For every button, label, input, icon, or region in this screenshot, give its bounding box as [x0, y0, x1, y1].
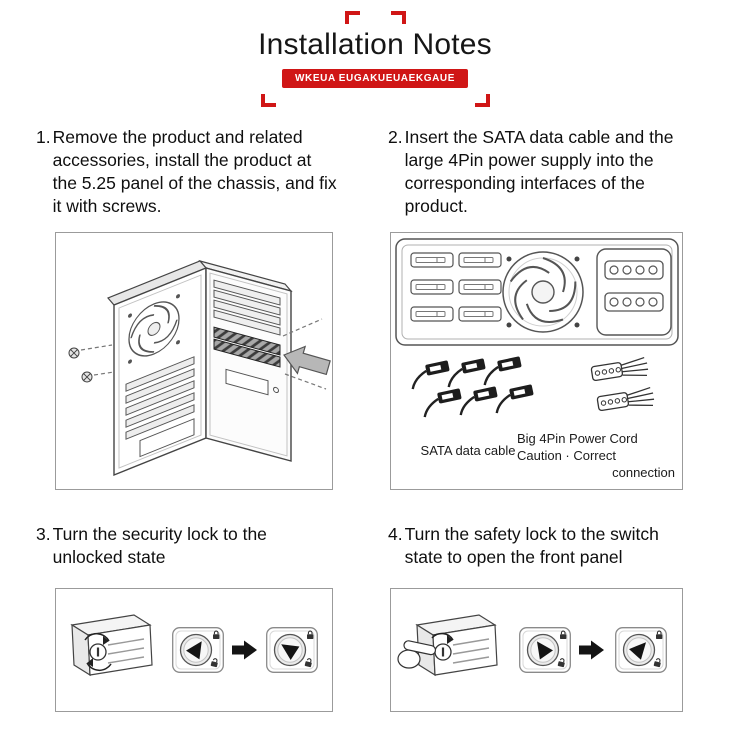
insert-arrow-icon: [283, 345, 331, 376]
rear-panel-illustration: [395, 238, 679, 418]
side-vent-slats: [125, 356, 195, 440]
rotate-arrows: [84, 632, 112, 672]
power-caption-line2: Caution · Correct: [517, 447, 616, 463]
side-panel-cutout: [139, 418, 195, 458]
header-banner: WKEUA EUGAKUEUAEKGAUE: [281, 69, 469, 88]
screw-icon: [68, 347, 80, 359]
transition-arrow-icon: [579, 640, 604, 660]
lock-pointer-icon: [281, 644, 300, 660]
drive-bay-covers: [213, 279, 281, 336]
step-2-number: 2.: [388, 127, 403, 147]
power-button: [273, 386, 279, 394]
sata-cable-caption: SATA data cable: [420, 443, 516, 458]
cables-figure: SATA data cable Big 4Pin Power Cord Caut…: [390, 232, 683, 490]
case-fan-icon: [128, 294, 180, 364]
safety-lock-figure: [390, 588, 683, 712]
screw-icon: [81, 371, 93, 383]
cooling-fan-icon: [502, 251, 584, 334]
step-1-number: 1.: [36, 127, 51, 147]
page-title: Installation Notes: [258, 28, 492, 61]
lock-pointer-icon: [629, 642, 647, 660]
step-2-instruction: Insert the SATA data cable and the large…: [404, 127, 674, 217]
power-cord-plugs: [590, 356, 655, 412]
step-1-instruction: Remove the product and related accessori…: [52, 127, 337, 217]
power-cord-caption: Big 4Pin Power Cord Caution · Correct co…: [517, 431, 675, 482]
computer-case: [107, 259, 293, 477]
step-4-instruction: Turn the safety lock to the switch state…: [404, 524, 659, 568]
step-1-text: 1. Remove the product and related access…: [36, 126, 338, 218]
front-io-panel: [225, 368, 269, 396]
sata-cable-plugs: [411, 356, 534, 418]
step-3-text: 3. Turn the security lock to the unlocke…: [36, 523, 338, 569]
chassis-figure: [55, 232, 333, 490]
product-rear-panel: [395, 238, 679, 346]
power-caption-line3: connection: [612, 464, 675, 480]
power-ports: [596, 248, 672, 336]
step-4-text: 4. Turn the safety lock to the switch st…: [388, 523, 694, 569]
security-lock-illustration: [70, 614, 318, 677]
security-lock-figure: [55, 588, 333, 712]
corner-bracket-top-right-icon: [391, 11, 406, 24]
step-3-instruction: Turn the security lock to the unlocked s…: [52, 524, 267, 568]
step-4-number: 4.: [388, 524, 403, 544]
corner-bracket-bottom-right-icon: [475, 94, 490, 107]
product-bay-hatched: [213, 326, 281, 368]
step-3-number: 3.: [36, 524, 51, 544]
drive-tray-sketch: [70, 614, 153, 677]
lock-pointer-icon: [186, 641, 202, 660]
sata-ports: [410, 252, 502, 322]
side-panel: [118, 274, 202, 469]
corner-bracket-bottom-left-icon: [261, 94, 276, 107]
power-caption-line1: Big 4Pin Power Cord: [517, 431, 638, 446]
safety-lock-illustration: [397, 614, 667, 677]
corner-bracket-top-left-icon: [345, 11, 360, 24]
chassis-illustration: [68, 259, 331, 477]
hand-icon: [397, 640, 437, 669]
transition-arrow-icon: [232, 640, 257, 660]
alignment-dashed-lines: [80, 318, 327, 390]
step-2-text: 2. Insert the SATA data cable and the la…: [388, 126, 694, 218]
drive-tray-sketch: [397, 614, 498, 677]
lock-pointer-icon: [536, 641, 553, 660]
